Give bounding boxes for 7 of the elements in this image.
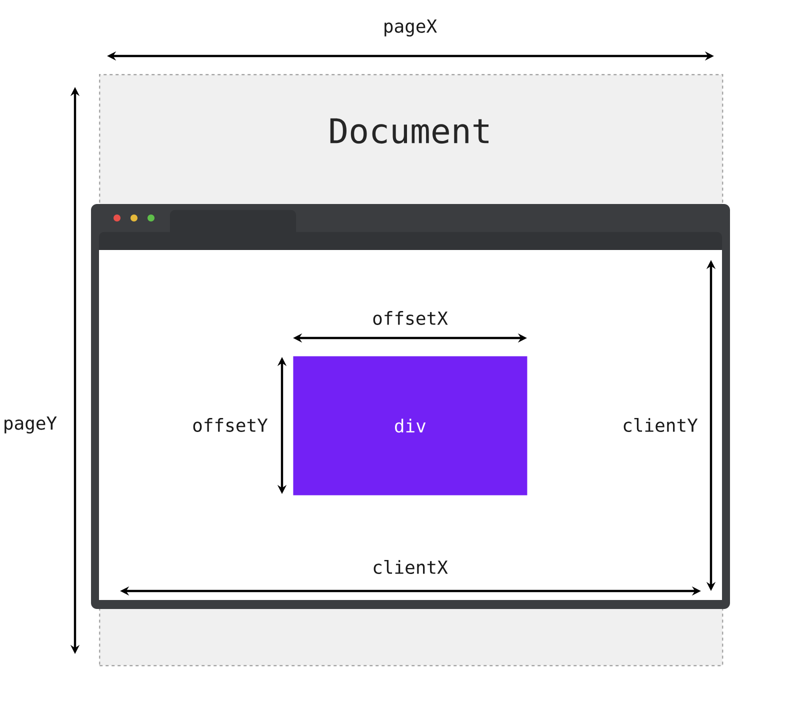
dimension-label: offsetX bbox=[373, 311, 448, 325]
dimension-label: pageX bbox=[384, 20, 437, 36]
dimension-label: offsetY bbox=[193, 418, 268, 432]
dimension-label: pageY bbox=[4, 416, 57, 434]
dimension-label: clientX bbox=[374, 560, 448, 574]
div-box: div bbox=[293, 356, 528, 496]
dimension-label: clientY bbox=[624, 418, 698, 432]
